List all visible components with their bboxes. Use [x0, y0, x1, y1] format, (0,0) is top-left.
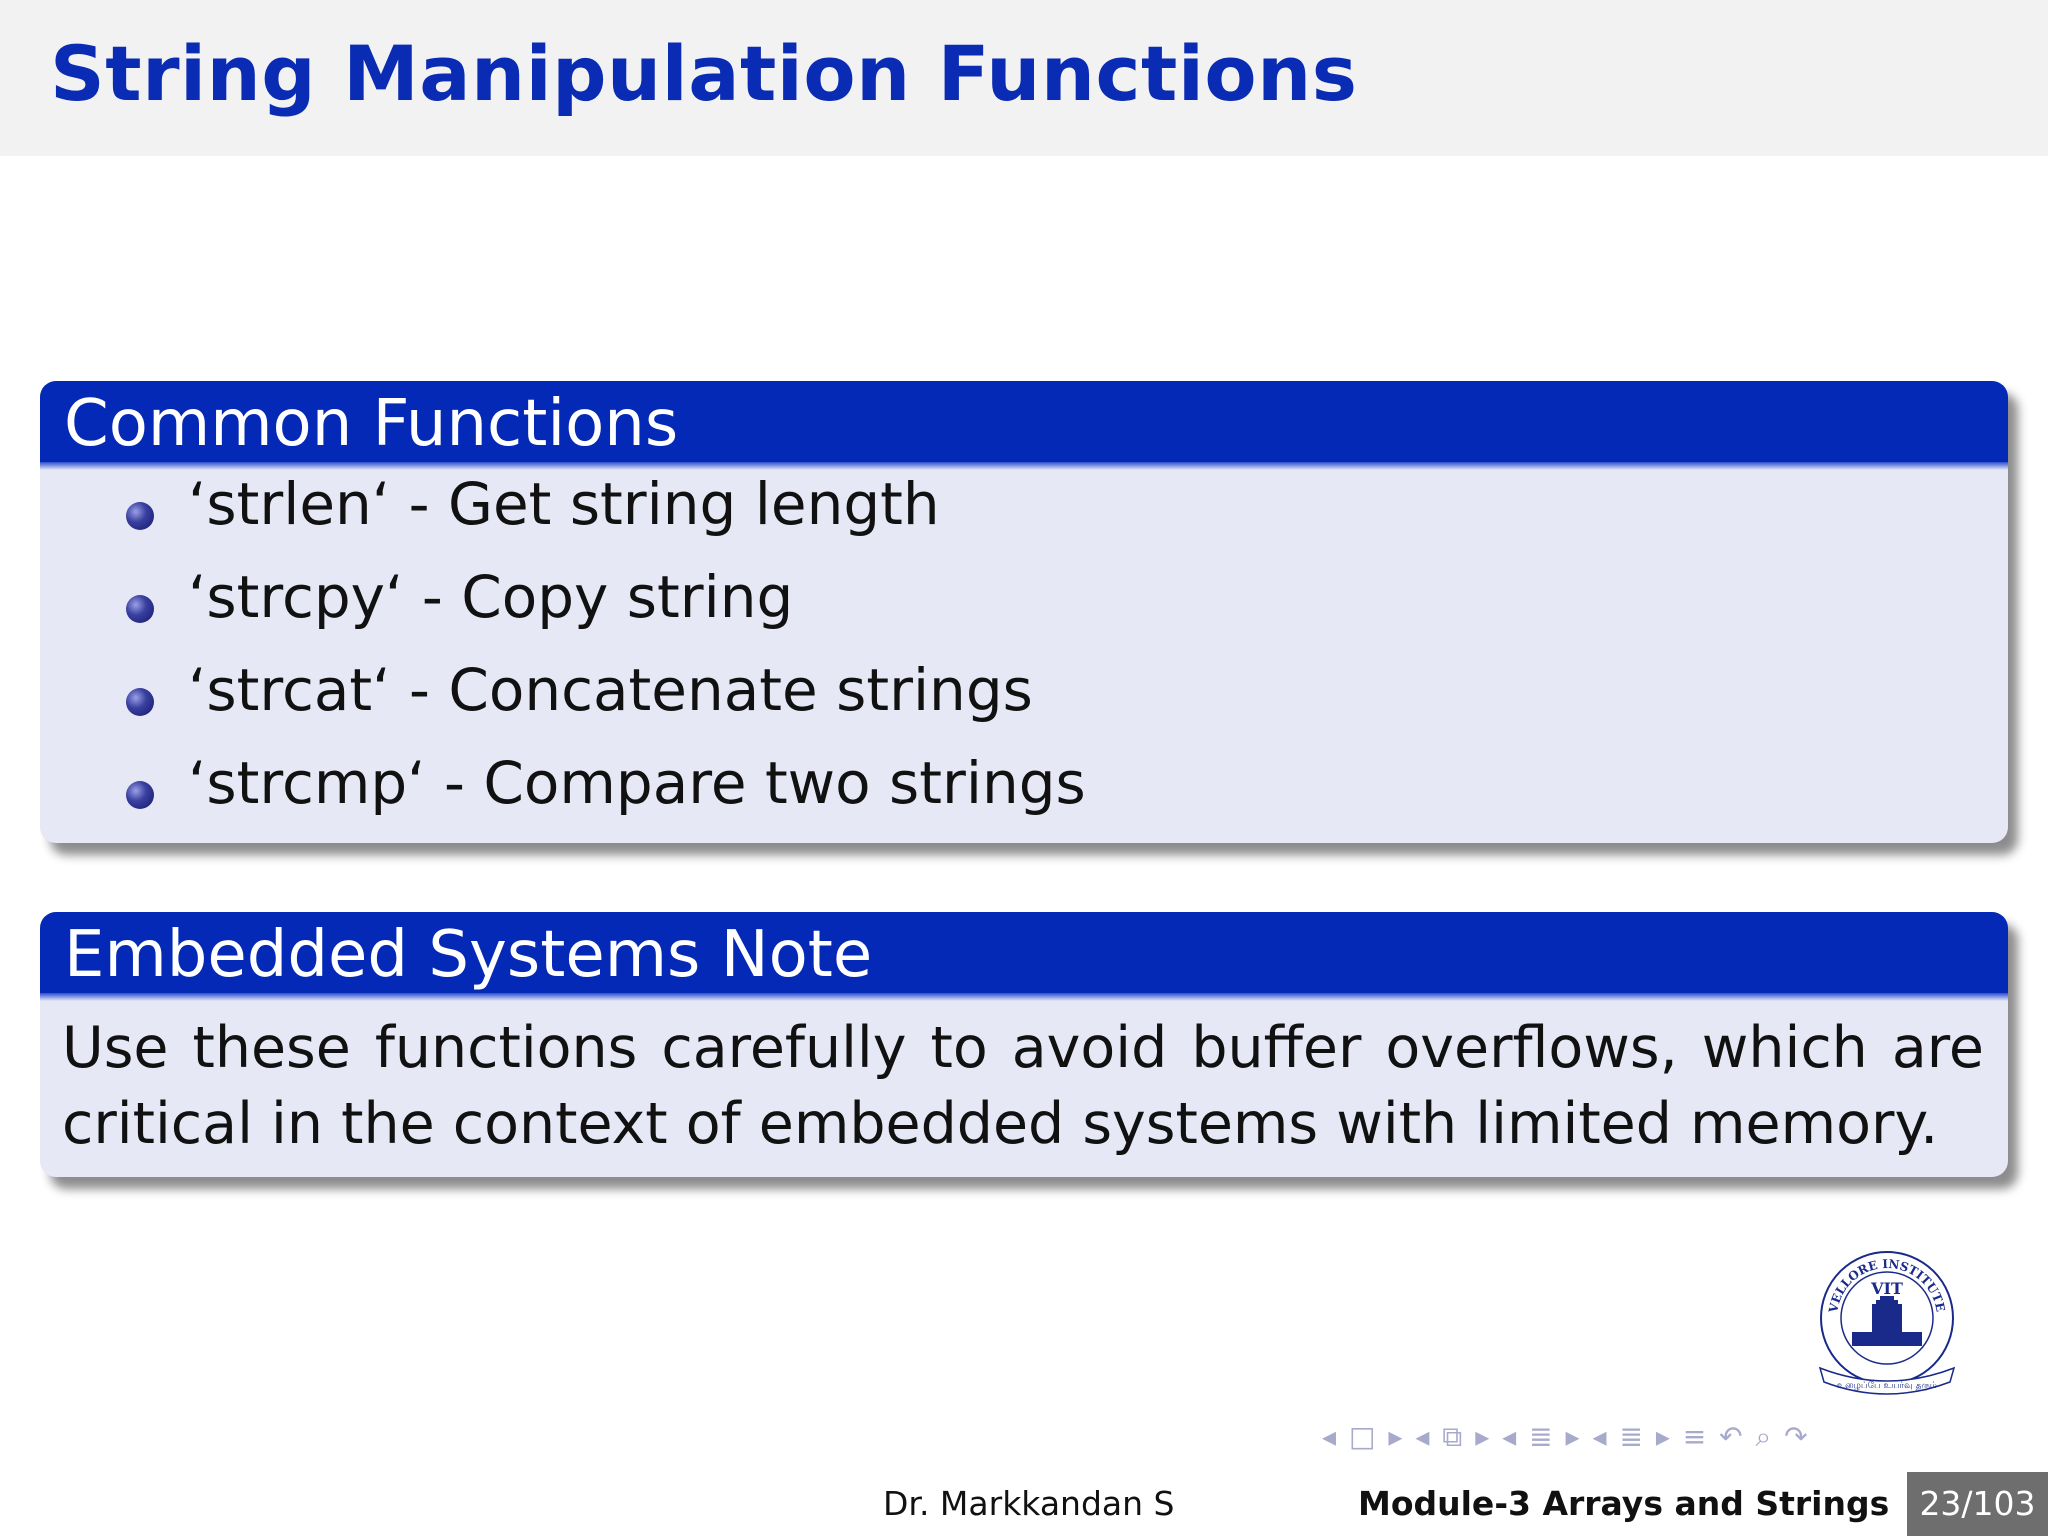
- slide-title: String Manipulation Functions: [50, 29, 1358, 118]
- bullet-icon: [126, 781, 154, 809]
- bullet-icon: [126, 502, 154, 530]
- search-icon[interactable]: ⌕: [1755, 1420, 1772, 1453]
- list-item: ‘strlen‘ - Get string length: [40, 462, 2008, 555]
- common-functions-block: Common Functions ‘strlen‘ - Get string l…: [40, 381, 2008, 843]
- title-bar: String Manipulation Functions: [0, 0, 2048, 156]
- block-title: Common Functions: [64, 387, 679, 461]
- redo-icon[interactable]: ↷: [1784, 1420, 1808, 1453]
- next-arrow-icon[interactable]: ▸: [1475, 1420, 1490, 1453]
- list-item: ‘strcat‘ - Concatenate strings: [40, 648, 2008, 741]
- footer-author: Dr. Markkandan S: [883, 1484, 1175, 1523]
- prev-arrow-icon[interactable]: ◂: [1502, 1420, 1517, 1453]
- next-arrow-icon[interactable]: ▸: [1388, 1420, 1403, 1453]
- block-header: Common Functions: [40, 381, 2008, 470]
- slides-icon[interactable]: ⧉: [1442, 1420, 1463, 1453]
- function-list: ‘strlen‘ - Get string length ‘strcpy‘ - …: [40, 462, 2008, 834]
- list-item-text: ‘strcat‘ - Concatenate strings: [188, 656, 1033, 724]
- bullet-icon: [126, 595, 154, 623]
- footer: Dr. Markkandan S Module-3 Arrays and Str…: [0, 1472, 2048, 1536]
- next-arrow-icon[interactable]: ▸: [1565, 1420, 1580, 1453]
- list-item: ‘strcpy‘ - Copy string: [40, 555, 2008, 648]
- logo-banner-text: உழைப்பே உயர்வு தரும்: [1837, 1381, 1937, 1391]
- next-arrow-icon[interactable]: ▸: [1655, 1420, 1670, 1453]
- subsection-icon[interactable]: ≣: [1529, 1420, 1553, 1453]
- beamer-navigation: ◂ □ ▸ ◂ ⧉ ▸ ◂ ≣ ▸ ◂ ≣ ▸ ≡ ↶ ⌕ ↷: [1322, 1420, 1812, 1456]
- align-icon[interactable]: ≡: [1682, 1420, 1707, 1453]
- block-title: Embedded Systems Note: [64, 918, 873, 992]
- list-item: ‘strcmp‘ - Compare two strings: [40, 741, 2008, 834]
- prev-arrow-icon[interactable]: ◂: [1592, 1420, 1607, 1453]
- prev-arrow-icon[interactable]: ◂: [1322, 1420, 1337, 1453]
- note-text: Use these functions carefully to avoid b…: [62, 1015, 1984, 1157]
- footer-module: Module-3 Arrays and Strings: [1358, 1484, 1890, 1523]
- temple-icon: [1852, 1296, 1922, 1346]
- undo-icon[interactable]: ↶: [1719, 1420, 1743, 1453]
- page-number: 23/103: [1907, 1472, 2048, 1536]
- list-item-text: ‘strcpy‘ - Copy string: [188, 563, 794, 631]
- bullet-icon: [126, 688, 154, 716]
- section-icon[interactable]: ≣: [1619, 1420, 1643, 1453]
- frame-icon[interactable]: □: [1348, 1420, 1376, 1453]
- logo-center-text: VIT: [1870, 1279, 1903, 1298]
- embedded-note-block: Embedded Systems Note Use these function…: [40, 912, 2008, 1177]
- prev-arrow-icon[interactable]: ◂: [1415, 1420, 1430, 1453]
- list-item-text: ‘strlen‘ - Get string length: [188, 470, 940, 538]
- block-header: Embedded Systems Note: [40, 912, 2008, 1001]
- vit-logo: VELLORE INSTITUTE OF TECHNOLOGY VIT உழைப…: [1812, 1246, 1956, 1395]
- list-item-text: ‘strcmp‘ - Compare two strings: [188, 749, 1086, 817]
